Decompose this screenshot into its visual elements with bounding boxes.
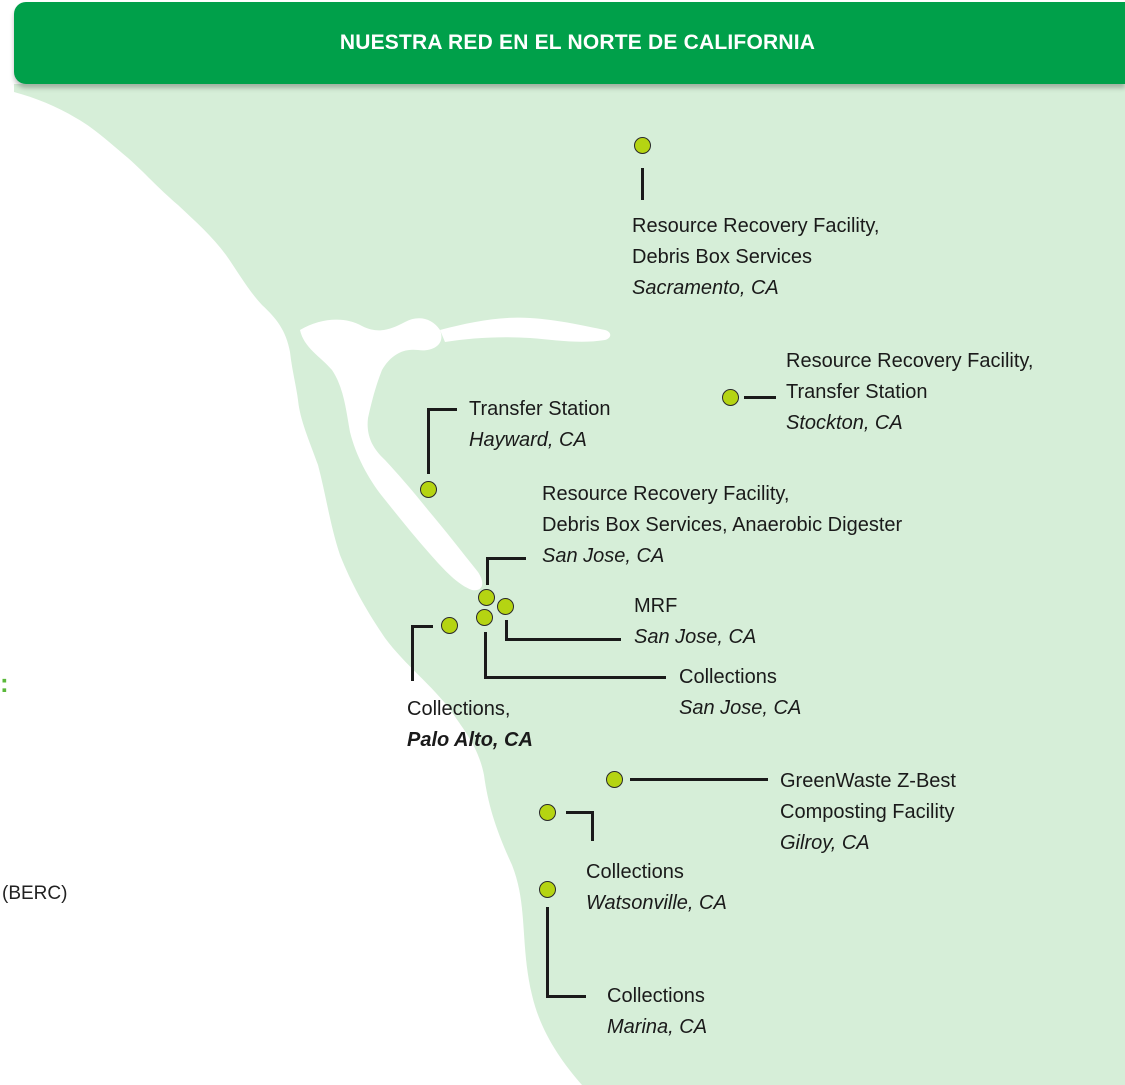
- location-marker-gilroy[interactable]: [606, 771, 623, 788]
- label-line: Resource Recovery Facility,: [632, 215, 880, 237]
- location-label-sanjose-mrf: MRF San Jose, CA: [634, 591, 756, 653]
- leader-line-hayward-h: [427, 408, 457, 411]
- location-marker-marina[interactable]: [539, 881, 556, 898]
- land-mass: [14, 84, 1125, 1085]
- label-place: Marina, CA: [607, 1016, 708, 1038]
- label-line: GreenWaste Z-Best: [780, 770, 956, 792]
- location-marker-sanjose-collections[interactable]: [476, 609, 493, 626]
- left-accent-fragment: :: [0, 668, 9, 698]
- leader-line-sanjose-collections-v: [484, 632, 487, 678]
- label-place: San Jose, CA: [679, 697, 802, 719]
- label-line: Transfer Station: [469, 398, 611, 420]
- leader-line-sanjose-mrf-v: [505, 620, 508, 640]
- location-label-watsonville: Collections Watsonville, CA: [586, 857, 727, 919]
- leader-line-sanjose-rrf-h: [486, 557, 526, 560]
- location-marker-sacramento[interactable]: [634, 137, 651, 154]
- location-label-gilroy: GreenWaste Z-Best Composting Facility Gi…: [780, 766, 956, 859]
- label-place: Gilroy, CA: [780, 832, 870, 854]
- leader-line-marina-v: [546, 907, 549, 997]
- label-line: Collections,: [407, 698, 511, 720]
- leader-line-stockton: [744, 396, 776, 399]
- location-label-hayward: Transfer Station Hayward, CA: [469, 394, 611, 456]
- location-marker-stockton[interactable]: [722, 389, 739, 406]
- leader-line-watsonville-h: [566, 811, 594, 814]
- label-place: Sacramento, CA: [632, 277, 779, 299]
- location-label-paloalto: Collections, Palo Alto, CA: [407, 694, 533, 756]
- location-marker-watsonville[interactable]: [539, 804, 556, 821]
- leader-line-sanjose-collections-h: [484, 676, 666, 679]
- label-place: San Jose, CA: [542, 545, 665, 567]
- label-place: San Jose, CA: [634, 626, 757, 648]
- label-line: Collections: [607, 985, 705, 1007]
- leader-line-hayward-v: [427, 408, 430, 474]
- bay-water: [300, 318, 483, 591]
- location-marker-paloalto[interactable]: [441, 617, 458, 634]
- label-place: Hayward, CA: [469, 429, 587, 451]
- delta-channel: [440, 317, 611, 342]
- left-text-fragment: (BERC): [2, 883, 68, 904]
- leader-line-sacramento: [641, 168, 644, 200]
- header-banner: NUESTRA RED EN EL NORTE DE CALIFORNIA: [14, 2, 1125, 84]
- page-title: NUESTRA RED EN EL NORTE DE CALIFORNIA: [339, 31, 816, 54]
- location-marker-sanjose-rrf[interactable]: [478, 589, 495, 606]
- label-line: Debris Box Services: [632, 246, 813, 268]
- label-line: Collections: [679, 666, 777, 688]
- leader-line-paloalto-v: [411, 625, 414, 681]
- label-place: Stockton, CA: [786, 412, 903, 434]
- location-label-sanjose-rrf: Resource Recovery Facility, Debris Box S…: [542, 479, 902, 572]
- location-label-sanjose-collections: Collections San Jose, CA: [679, 662, 801, 724]
- location-label-sacramento: Resource Recovery Facility, Debris Box S…: [632, 211, 879, 304]
- label-line: Collections: [586, 861, 684, 883]
- label-line: Debris Box Services, Anaerobic Digester: [542, 514, 903, 536]
- label-line: MRF: [634, 595, 678, 617]
- leader-line-sanjose-mrf-h: [505, 638, 621, 641]
- leader-line-paloalto-h: [411, 625, 433, 628]
- location-label-stockton: Resource Recovery Facility, Transfer Sta…: [786, 346, 1033, 439]
- label-place: Palo Alto, CA: [407, 729, 533, 751]
- label-line: Resource Recovery Facility,: [786, 350, 1034, 372]
- location-label-marina: Collections Marina, CA: [607, 981, 707, 1043]
- label-line: Transfer Station: [786, 381, 928, 403]
- label-place: Watsonville, CA: [586, 892, 727, 914]
- leader-line-marina-h: [546, 995, 586, 998]
- leader-line-gilroy: [630, 778, 768, 781]
- label-line: Composting Facility: [780, 801, 955, 823]
- location-marker-sanjose-mrf[interactable]: [497, 598, 514, 615]
- leader-line-watsonville-v: [591, 811, 594, 841]
- label-line: Resource Recovery Facility,: [542, 483, 790, 505]
- leader-line-sanjose-rrf-v: [486, 557, 489, 585]
- location-marker-hayward[interactable]: [420, 481, 437, 498]
